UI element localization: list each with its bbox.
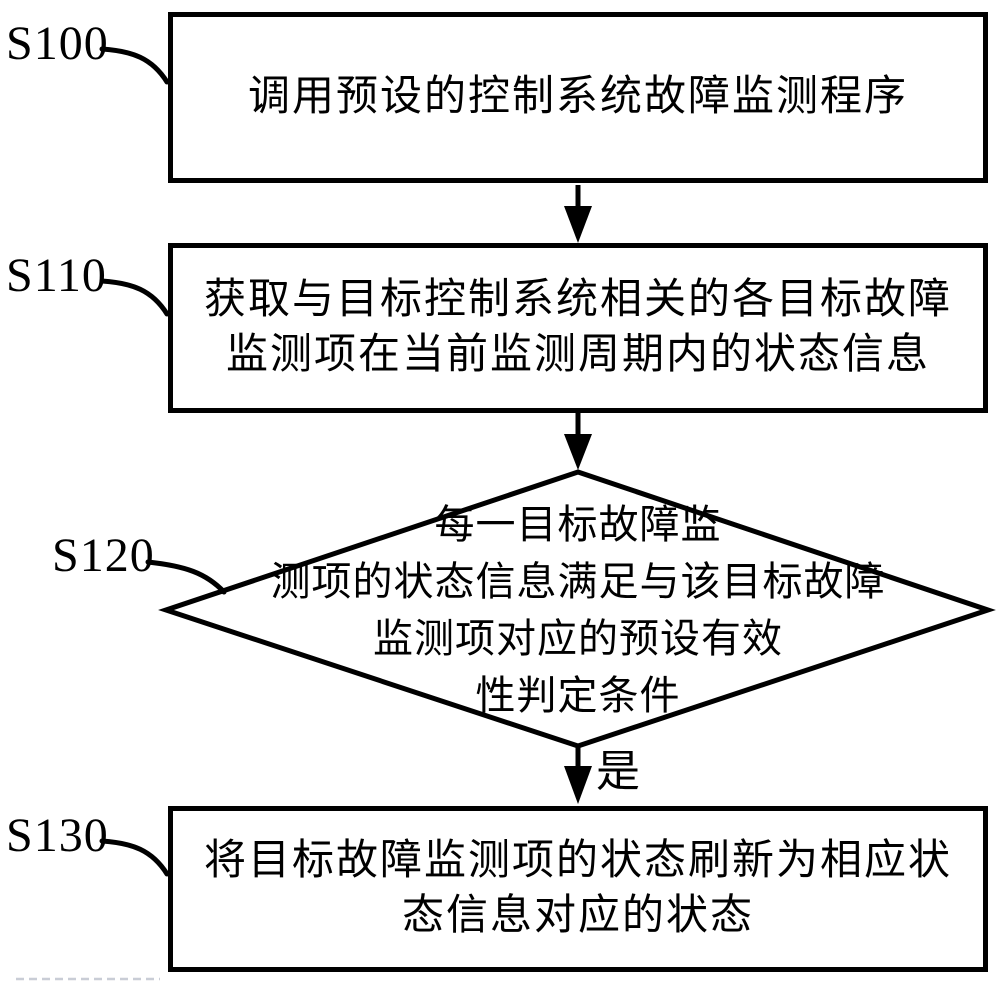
process-box-s110: 获取与目标控制系统相关的各目标故障 监测项在当前监测周期内的状态信息	[168, 243, 988, 413]
process-box-s130: 将目标故障监测项的状态刷新为相应状 态信息对应的状态	[168, 806, 988, 972]
arrowhead-down-icon	[564, 206, 592, 243]
decision-text-line: 监测项对应的预设有效	[373, 616, 783, 661]
process-text-line: 调用预设的控制系统故障监测程序	[247, 74, 908, 120]
process-text-line: 态信息对应的状态	[401, 893, 754, 939]
arrowhead-down-icon	[564, 434, 592, 470]
leader-curve-s120	[145, 559, 227, 595]
decision-text-s120: 每一目标故障监 测项的状态信息满足与该目标故障 监测项对应的预设有效 性判定条件	[178, 496, 978, 724]
decision-text-line: 性判定条件	[475, 673, 681, 718]
step-label-s100: S100	[6, 17, 109, 70]
process-text-line: 获取与目标控制系统相关的各目标故障	[203, 277, 952, 323]
leader-curve-s110	[99, 278, 170, 317]
decision-text-line: 每一目标故障监	[434, 502, 722, 547]
edge-label-yes: 是	[596, 747, 640, 796]
step-label-s110: S110	[6, 249, 107, 302]
leader-curve-s100	[99, 46, 170, 85]
leader-curve-s130	[99, 838, 170, 877]
arrowhead-down-icon	[564, 766, 592, 804]
decision-text-line: 测项的状态信息满足与该目标故障	[270, 559, 886, 604]
process-text-line: 将目标故障监测项的状态刷新为相应状	[203, 838, 952, 884]
process-box-s100: 调用预设的控制系统故障监测程序	[168, 12, 988, 183]
step-label-s120: S120	[52, 529, 155, 582]
process-text-line: 监测项在当前监测周期内的状态信息	[225, 332, 930, 378]
step-label-s130: S130	[6, 809, 109, 862]
